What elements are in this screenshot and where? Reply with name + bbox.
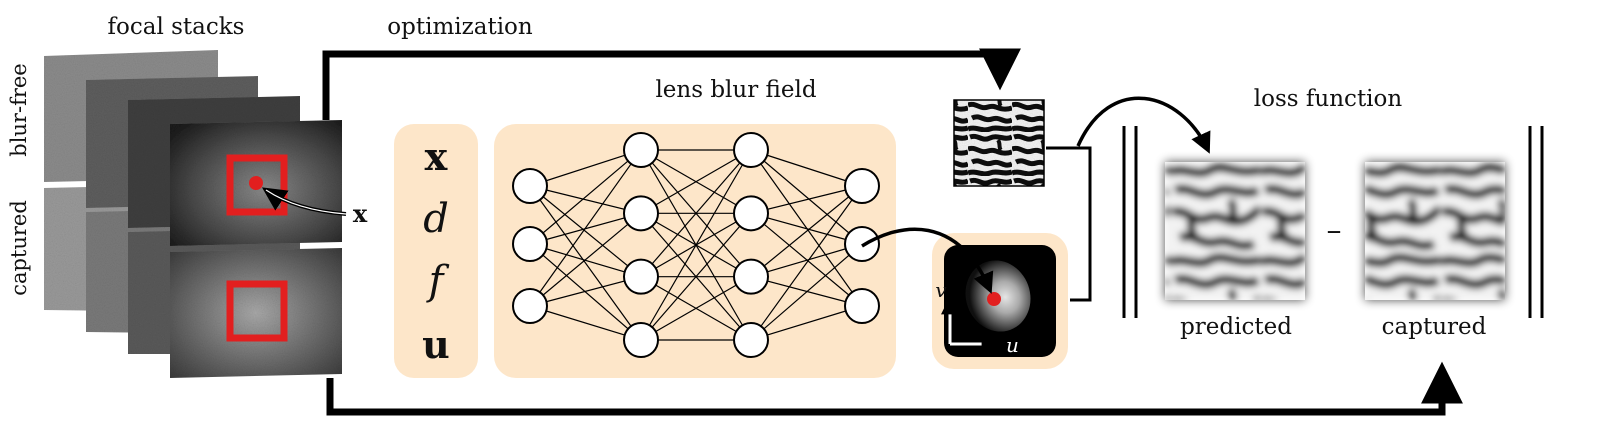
network-node-layer-1 [512,226,548,262]
network-edge [640,212,752,341]
network-edge [529,185,642,278]
x-pointer-label: x [353,199,368,228]
input-u: u [422,322,450,367]
network-edge [750,243,863,278]
network-edge [529,149,642,187]
captured-side-label: captured [7,200,31,296]
patch-box-top [226,154,288,216]
network-node-layer-3 [733,132,769,168]
input-x: x [425,134,448,179]
network-edge [529,185,642,214]
predicted-label: predicted [1180,314,1292,340]
neural-network [512,132,880,358]
network-node-layer-2 [623,258,659,295]
network-edge [529,149,642,307]
focal-stacks: focal stacks blur-free captured x [7,14,368,378]
network-edge [750,243,863,341]
network-edge [750,149,863,307]
network-edge [750,185,863,214]
predicted-image [1165,162,1305,300]
network-edge [529,243,642,341]
predicted-patch-small [953,99,1045,187]
minus-sign: – [1327,213,1342,248]
axis-u-label: u [1006,333,1019,357]
network-node-layer-1 [512,168,548,204]
network-node-layer-2 [623,322,659,358]
patch-box-bottom [226,280,288,342]
axis-v-label: v [935,278,947,302]
loss-function-label: loss function [1254,86,1403,112]
network-node-layer-2 [623,195,659,232]
network-edge [529,212,642,307]
captured-label: captured [1382,314,1487,340]
network-node-layer-1 [512,288,548,324]
network-edge [750,185,863,341]
network-node-layer-3 [733,258,769,295]
network-edge [750,149,863,245]
network-node-layer-4 [844,168,880,204]
network-edge [529,185,642,341]
convolution-bracket [1046,96,1211,302]
network-edge [750,149,863,187]
lens-blur-field: lens blur field [494,77,896,378]
network-node-layer-3 [733,322,769,358]
network-edge [529,276,642,307]
psf-center-dot [987,292,1001,306]
optimization-label: optimization [387,14,533,40]
focal-stacks-label: focal stacks [107,14,244,40]
focal-stack-layer-front [170,120,342,378]
network-edge [750,185,863,278]
network-to-psf-arrow [861,227,994,294]
network-edge [750,305,863,341]
optimization-loop: optimization [322,14,1463,416]
network-edge [750,212,863,245]
bracket-to-loss-arrow [1076,96,1211,154]
network-node-layer-3 [733,195,769,232]
psf-panel: u v [861,227,1068,369]
inputs-panel: x d f u [394,124,478,378]
blur-free-label: blur-free [7,63,31,157]
network-node-layer-4 [844,288,880,324]
network-edge [640,276,752,341]
network-edge [750,212,863,307]
network-edge [529,305,642,341]
network-edge [640,149,752,341]
network-edge [529,149,642,245]
patch-center-dot [249,176,263,190]
network-edge [640,149,752,278]
lens-blur-field-label: lens blur field [655,77,816,103]
network-node-layer-2 [623,132,659,168]
loss-function: loss function predicted – captured [1122,86,1544,340]
captured-image [1365,162,1505,300]
input-d: d [423,196,449,242]
network-edge [640,149,752,214]
